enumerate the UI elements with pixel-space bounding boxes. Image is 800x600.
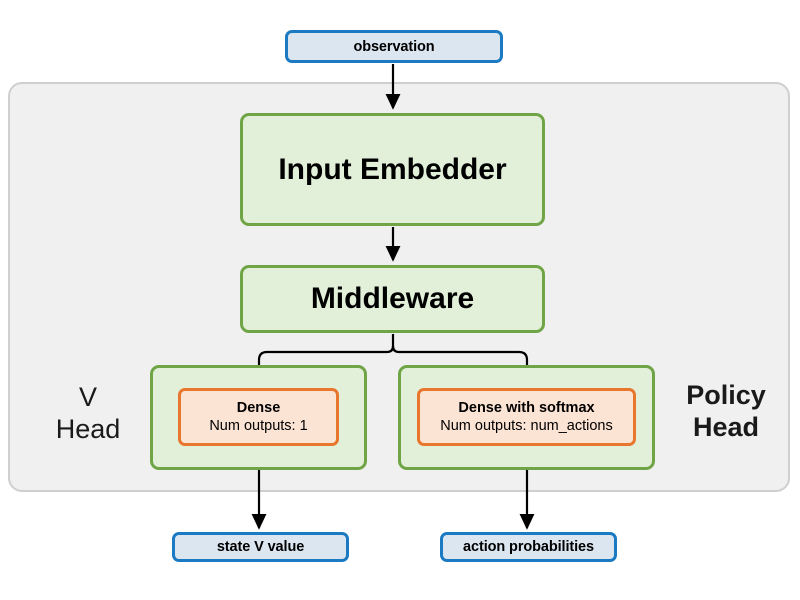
node-v-head-dense[interactable]: Dense Num outputs: 1: [178, 388, 339, 446]
node-state-v-value[interactable]: state V value: [172, 532, 349, 562]
node-state-v-value-label: state V value: [216, 539, 305, 555]
node-policy-head-dense[interactable]: Dense with softmax Num outputs: num_acti…: [417, 388, 636, 446]
node-action-probabilities[interactable]: action probabilities: [440, 532, 617, 562]
node-policy-head-dense-title: Dense with softmax: [458, 399, 595, 416]
label-v-head-line1: V: [78, 382, 97, 412]
node-middleware[interactable]: Middleware: [240, 265, 545, 333]
label-policy-head-line2: Head: [692, 411, 760, 442]
node-observation-label: observation: [353, 38, 435, 55]
node-policy-head-dense-subtitle: Num outputs: num_actions: [440, 418, 613, 434]
node-v-head-dense-title: Dense: [236, 399, 281, 416]
node-middleware-label: Middleware: [310, 282, 475, 315]
label-policy-head-line1: Policy: [686, 380, 766, 410]
node-action-probabilities-label: action probabilities: [463, 539, 594, 555]
label-v-head-line2: Head: [55, 413, 121, 444]
node-input-embedder[interactable]: Input Embedder: [240, 113, 545, 226]
node-observation[interactable]: observation: [285, 30, 503, 63]
node-v-head-dense-subtitle: Num outputs: 1: [209, 418, 308, 434]
label-v-head: V Head: [32, 382, 144, 446]
node-input-embedder-label: Input Embedder: [278, 152, 507, 186]
label-policy-head: Policy Head: [660, 380, 792, 444]
